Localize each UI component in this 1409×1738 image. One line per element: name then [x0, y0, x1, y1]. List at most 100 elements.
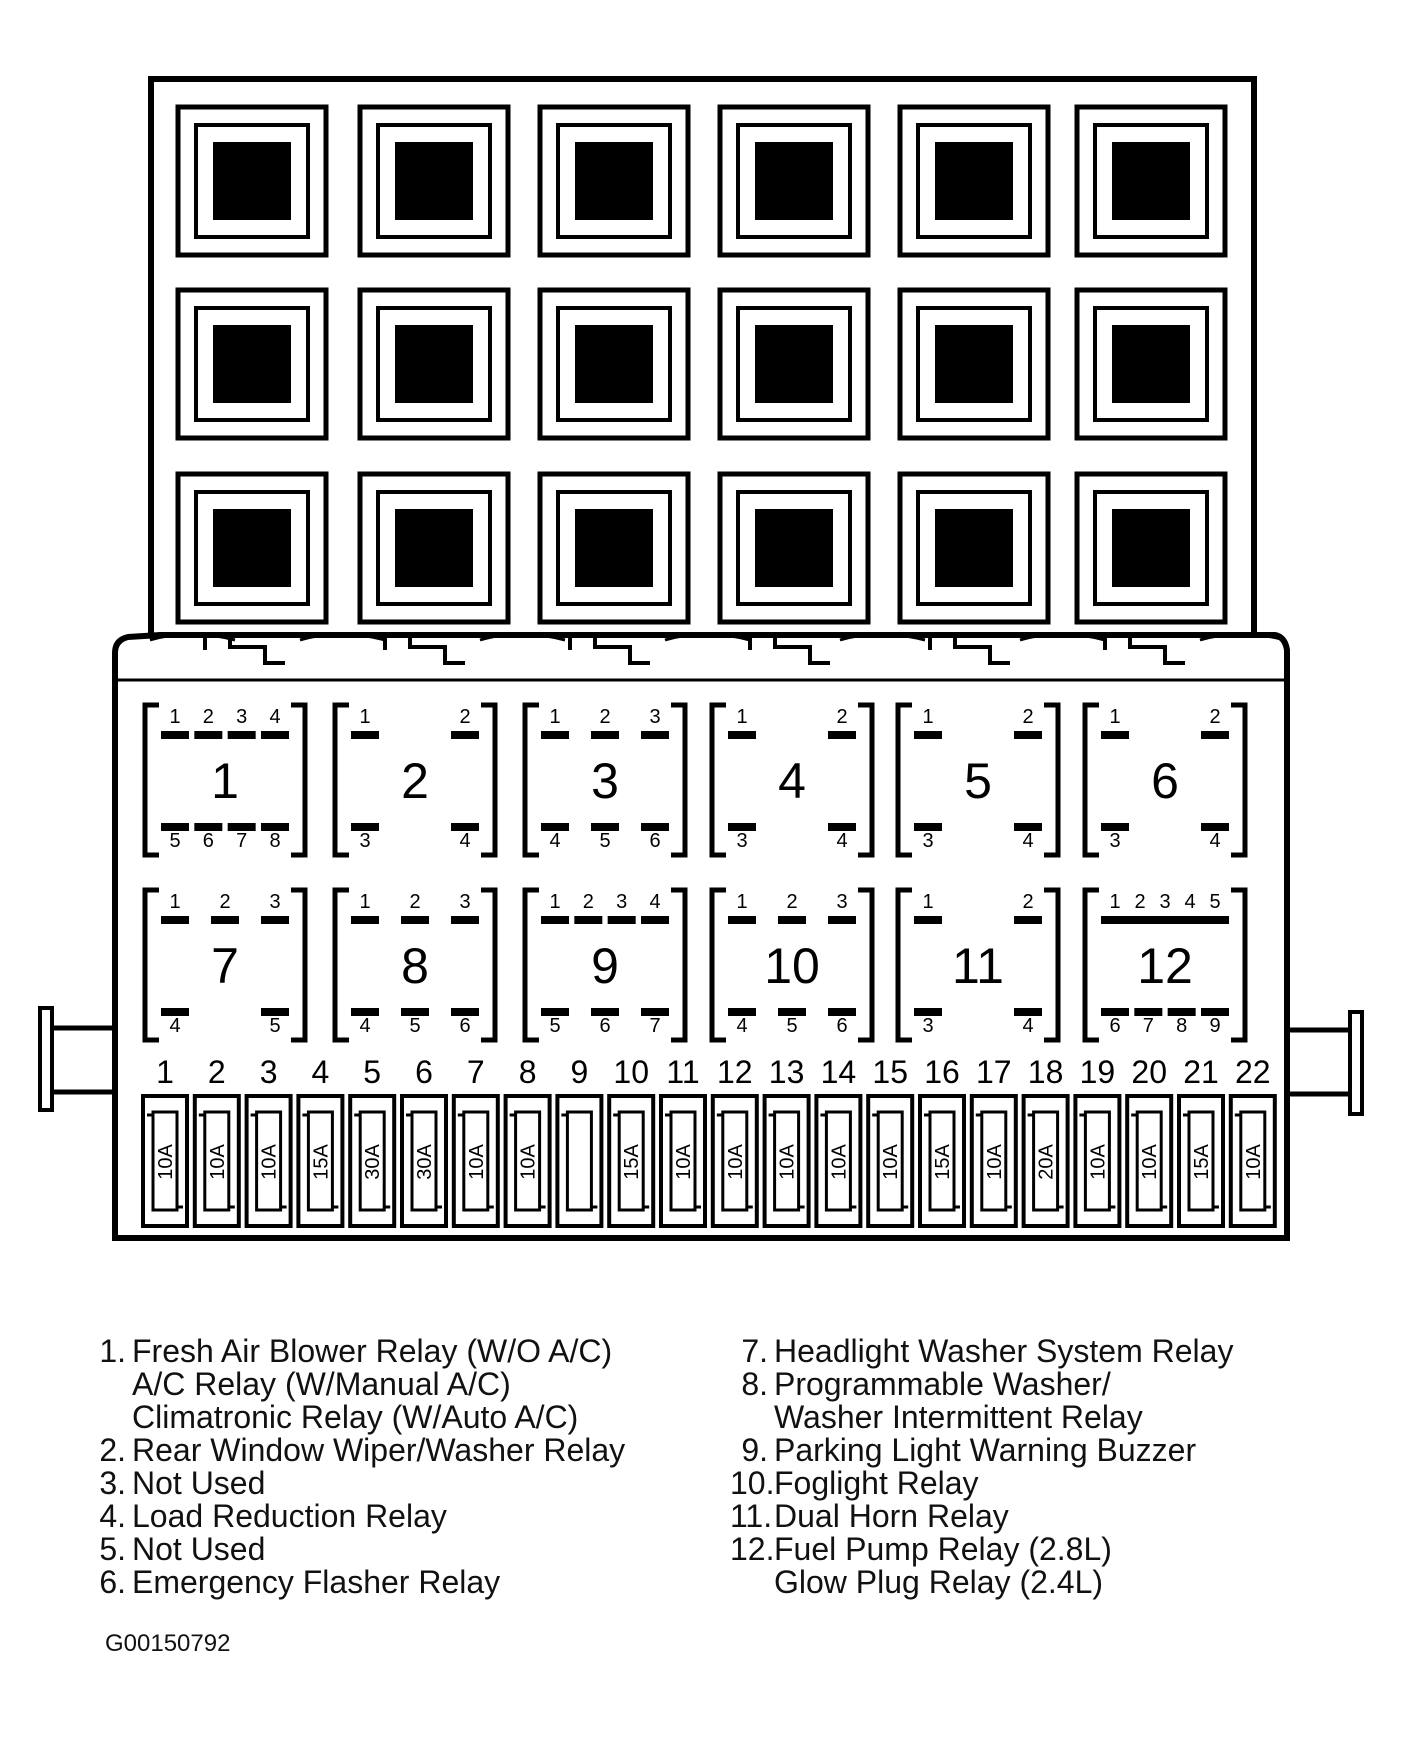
terminal-label: 4 [736, 1015, 747, 1037]
fuse-9[interactable] [555, 1094, 604, 1228]
fuse-21[interactable]: 15A [1177, 1094, 1225, 1228]
fuse-14[interactable]: 10A [814, 1094, 863, 1228]
spare-slot [897, 471, 1051, 625]
terminal-label: 4 [549, 830, 560, 852]
spare-slot [897, 104, 1051, 258]
legend-number: 5. [99, 1531, 126, 1567]
fuse-1[interactable]: 10A [141, 1094, 189, 1228]
terminal-label: 9 [1209, 1015, 1220, 1037]
terminal-label: 3 [1159, 891, 1170, 913]
spare-slot [537, 287, 691, 441]
terminal-label: 2 [1022, 706, 1033, 728]
legend-item: 6.Emergency Flasher Relay [88, 1566, 625, 1599]
fuse-12[interactable]: 10A [710, 1094, 759, 1228]
fuse-5[interactable]: 30A [348, 1094, 397, 1228]
fuse-rating: 10A [259, 1144, 281, 1180]
legend-number: 8. [741, 1366, 768, 1402]
fuse-number: 19 [1080, 1054, 1116, 1090]
socket-bracket [291, 887, 308, 1043]
socket-bracket [895, 887, 912, 1043]
terminal-label: 4 [459, 830, 470, 852]
fuse-2[interactable]: 10A [192, 1094, 241, 1228]
socket-bracket [895, 702, 912, 858]
terminal-blade [194, 731, 223, 739]
legend-number: 7. [741, 1333, 768, 1369]
legend-text: Emergency Flasher Relay [132, 1566, 500, 1599]
terminal-label: 7 [1143, 1015, 1154, 1037]
terminal-label: 6 [836, 1015, 847, 1037]
terminal-label: 6 [203, 830, 214, 852]
terminal-blade [261, 731, 289, 739]
legend-text: Rear Window Wiper/Washer Relay [132, 1434, 625, 1467]
legend-text: Headlight Washer System Relay [774, 1335, 1233, 1368]
terminal-blade [1014, 823, 1042, 831]
terminal-blade [778, 916, 806, 924]
right-mounting-tab [1287, 1010, 1364, 1116]
terminal-blade [728, 1008, 756, 1016]
fuse-box-cover [148, 76, 1257, 667]
fuse-19[interactable]: 10A [1073, 1094, 1122, 1228]
left-mounting-tab [38, 1006, 115, 1112]
socket-number: 12 [1137, 938, 1193, 994]
fuse-number: 15 [872, 1054, 908, 1090]
fuse-13[interactable]: 10A [762, 1094, 811, 1228]
fuse-number: 1 [156, 1054, 174, 1090]
spare-slot [357, 471, 511, 625]
fuse-20[interactable]: 10A [1125, 1094, 1174, 1228]
fuse-10[interactable]: 15A [607, 1094, 656, 1228]
legend-text: Fuel Pump Relay (2.8L)Glow Plug Relay (2… [774, 1533, 1112, 1599]
fuse-22[interactable]: 10A [1228, 1094, 1277, 1228]
fuse-15[interactable]: 10A [866, 1094, 915, 1228]
fuse-11[interactable]: 10A [659, 1094, 707, 1228]
fuse-rating: 10A [466, 1144, 488, 1180]
terminal-blade [1014, 916, 1042, 924]
fuse-rating: 10A [207, 1144, 229, 1180]
terminal-blade [401, 916, 429, 924]
fuse-3[interactable]: 10A [244, 1094, 293, 1228]
legend-number: 1. [99, 1333, 126, 1369]
cover-hinge [839, 632, 926, 642]
terminal-label: 2 [836, 706, 847, 728]
terminal-label: 8 [269, 830, 280, 852]
terminal-blade [1151, 916, 1179, 924]
terminal-label: 2 [1022, 891, 1033, 913]
socket-number: 10 [764, 938, 820, 994]
terminal-blade [351, 1008, 379, 1016]
fuse-17[interactable]: 10A [969, 1094, 1018, 1228]
spare-slot [175, 471, 329, 625]
fuse-16[interactable]: 15A [918, 1094, 966, 1228]
terminal-blade [161, 916, 189, 924]
terminal-label: 3 [922, 830, 933, 852]
legend-line: Rear Window Wiper/Washer Relay [132, 1432, 626, 1468]
fuse-6[interactable]: 30A [400, 1094, 448, 1228]
fuse-7[interactable]: 10A [451, 1094, 500, 1228]
legend-line: Programmable Washer/ [774, 1366, 1111, 1402]
fuse-4[interactable]: 15A [296, 1094, 345, 1228]
socket-number: 9 [591, 938, 619, 994]
spare-slot [537, 104, 691, 258]
terminal-blade [1101, 731, 1129, 739]
terminal-blade [1126, 916, 1154, 924]
legend-number: 3. [99, 1465, 126, 1501]
socket-bracket [1231, 702, 1248, 858]
legend-line: Fresh Air Blower Relay (W/O A/C) [132, 1333, 613, 1369]
terminal-blade [591, 731, 619, 739]
fuse-number: 2 [208, 1054, 226, 1090]
terminal-blade [1167, 1008, 1196, 1016]
spare-slot [357, 104, 511, 258]
fuse-rating: 10A [880, 1144, 902, 1180]
cover-clip [928, 633, 1010, 665]
fuse-8[interactable]: 10A [503, 1094, 552, 1228]
legend-text: Programmable Washer/Washer Intermittent … [774, 1368, 1143, 1434]
legend-line: Not Used [132, 1465, 266, 1501]
terminal-label: 5 [599, 830, 610, 852]
cover-clips [149, 632, 1286, 665]
legend-number: 10. [730, 1465, 775, 1501]
fuse-number: 11 [666, 1054, 699, 1090]
fuse-18[interactable]: 20A [1021, 1094, 1070, 1228]
socket-bracket [332, 702, 349, 858]
